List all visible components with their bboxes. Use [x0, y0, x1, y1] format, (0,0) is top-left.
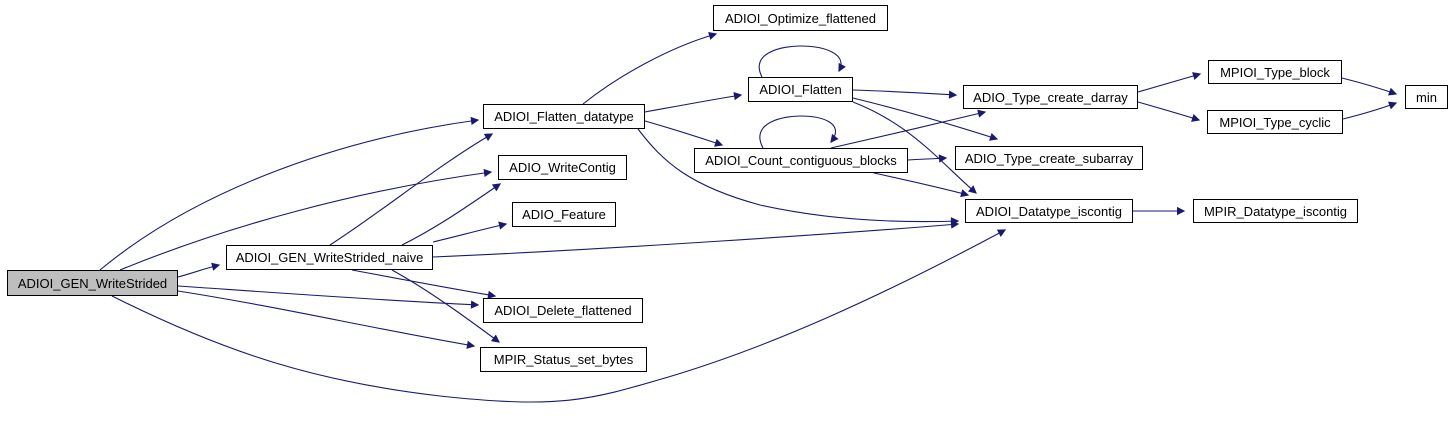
edge-adioi-flatten-datatype--adioi-datatype-iscontig: [637, 128, 960, 226]
edge-adioi-gen-writestrided-naive--adioi-datatype-iscontig: [432, 220, 960, 258]
node-adioi-datatype-iscontig[interactable]: ADIOI_Datatype_iscontig: [965, 199, 1133, 223]
edge-adioi-count-contiguous-blocks--adio-type-create-subarray: [907, 154, 948, 163]
edges-group: [99, 31, 1398, 403]
node-adio-writecontig[interactable]: ADIO_WriteContig: [498, 155, 627, 180]
node-mpir-datatype-iscontig[interactable]: MPIR_Datatype_iscontig: [1193, 199, 1358, 223]
edge-adio-type-create-darray--mpioi-type-cyclic: [1137, 101, 1201, 122]
edge-adioi-gen-writestrided--adioi-gen-writestrided-naive: [177, 262, 221, 278]
node-min[interactable]: min: [1405, 85, 1448, 109]
edge-adioi-gen-writestrided--adioi-flatten-datatype: [99, 116, 480, 271]
edge-mpioi-type-block--min: [1341, 77, 1398, 96]
edge-mpioi-type-cyclic--min: [1342, 101, 1398, 120]
edge-adioi-count-contiguous-blocks--adioi-count-contiguous-blocks: [759, 115, 839, 149]
node-adioi-flatten-datatype[interactable]: ADIOI_Flatten_datatype: [483, 104, 645, 129]
edge-adioi-gen-writestrided--adio-writecontig: [119, 168, 493, 271]
edge-adioi-flatten-datatype--adioi-count-contiguous-blocks: [644, 120, 724, 147]
node-adio-type-create-darray[interactable]: ADIO_Type_create_darray: [963, 85, 1138, 109]
edge-adioi-gen-writestrided-naive--adio-writecontig: [401, 183, 502, 246]
edge-adioi-gen-writestrided--adioi-delete-flattened: [177, 285, 480, 309]
edge-adioi-gen-writestrided-naive--mpir-status-set-bytes: [391, 269, 500, 343]
node-adioi-optimize-flattened[interactable]: ADIOI_Optimize_flattened: [713, 5, 888, 31]
node-adioi-gen-writestrided-naive[interactable]: ADIOI_GEN_WriteStrided_naive: [226, 245, 433, 270]
node-adioi-flatten[interactable]: ADIOI_Flatten: [748, 77, 853, 102]
edge-adioi-gen-writestrided-naive--adioi-delete-flattened: [351, 269, 497, 299]
node-adio-type-create-subarray[interactable]: ADIO_Type_create_subarray: [955, 146, 1143, 170]
node-adio-feature[interactable]: ADIO_Feature: [512, 202, 616, 227]
edge-adioi-flatten-datatype--adioi-optimize-flattened: [582, 31, 718, 105]
edge-adioi-flatten--adio-type-create-subarray: [852, 97, 999, 141]
edge-adioi-flatten--adio-type-create-darray: [852, 89, 958, 99]
edge-adioi-count-contiguous-blocks--adioi-datatype-iscontig: [873, 172, 970, 198]
edge-adioi-flatten--adioi-datatype-iscontig: [852, 101, 977, 194]
edge-adioi-gen-writestrided-naive--adio-feature: [432, 221, 508, 243]
edge-adioi-flatten--adioi-flatten: [758, 45, 846, 78]
edge-adio-type-create-darray--mpioi-type-block: [1137, 72, 1202, 93]
node-mpioi-type-cyclic[interactable]: MPIOI_Type_cyclic: [1207, 110, 1343, 134]
edge-adioi-gen-writestrided--mpir-status-set-bytes: [177, 290, 476, 349]
edge-adioi-flatten-datatype--adioi-flatten: [644, 92, 743, 113]
node-mpioi-type-block[interactable]: MPIOI_Type_block: [1208, 60, 1342, 84]
edge-adioi-count-contiguous-blocks--adio-type-create-darray: [830, 109, 987, 149]
node-adioi-gen-writestrided[interactable]: ADIOI_GEN_WriteStrided: [7, 270, 178, 296]
edge-adioi-gen-writestrided--adioi-datatype-iscontig: [111, 229, 1007, 403]
node-mpir-status-set-bytes[interactable]: MPIR_Status_set_bytes: [480, 347, 647, 372]
node-adioi-delete-flattened[interactable]: ADIOI_Delete_flattened: [483, 298, 643, 323]
edge-adioi-gen-writestrided-naive--adioi-flatten-datatype: [329, 133, 494, 246]
node-adioi-count-contiguous-blocks[interactable]: ADIOI_Count_contiguous_blocks: [694, 148, 908, 173]
